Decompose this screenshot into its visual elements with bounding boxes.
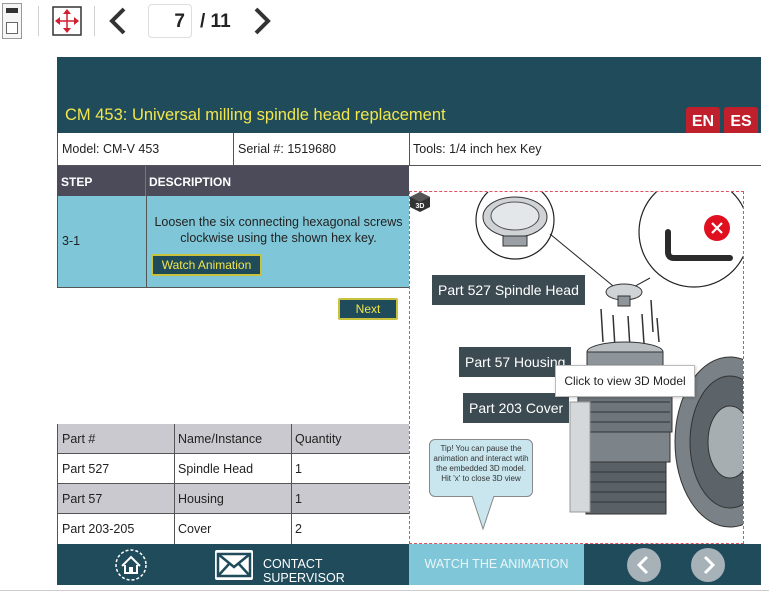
tip-bubble: Tip! You can pause the animation and int… <box>429 439 533 497</box>
step-number: 3-1 <box>62 234 81 248</box>
info-divider <box>233 133 234 166</box>
document-header: CM 453: Universal milling spindle head r… <box>57 57 761 133</box>
document-footer: CONTACT SUPERVISOR WATCH THE ANIMATION <box>57 544 761 585</box>
chevron-right-icon <box>703 555 716 575</box>
viewer-toolbar: 7 / 11 <box>0 0 769 44</box>
part-number-cell: Part 203-205 <box>62 522 135 536</box>
watch-animation-button[interactable]: Watch Animation <box>151 254 262 276</box>
document-page: CM 453: Universal milling spindle head r… <box>57 57 761 585</box>
previous-step-button[interactable] <box>627 548 661 582</box>
view-3d-tooltip: Click to view 3D Model <box>555 365 695 397</box>
home-icon[interactable] <box>113 547 149 583</box>
table-row: Part 203-205 Cover 2 <box>57 514 409 544</box>
part-name-cell: Housing <box>178 492 224 506</box>
part-number-cell: Part 57 <box>62 492 103 506</box>
toolbar-divider <box>38 6 39 36</box>
toolbar-divider <box>94 6 95 36</box>
close-3d-view-icon[interactable] <box>704 215 730 241</box>
info-divider <box>409 133 410 166</box>
next-step-arrow-button[interactable] <box>691 548 725 582</box>
page-total: / 11 <box>200 11 231 32</box>
part-quantity-cell: 1 <box>295 462 302 476</box>
previous-page-button[interactable] <box>104 4 132 38</box>
header-divider <box>145 166 146 196</box>
part-number-header: Part # <box>62 432 96 446</box>
3d-cube-icon[interactable]: 3D <box>409 191 431 213</box>
step-divider <box>146 196 147 288</box>
part-quantity-cell: 1 <box>295 492 302 506</box>
next-page-button[interactable] <box>248 4 276 38</box>
machine-info-row: Model: CM-V 453 Serial #: 1519680 Tools:… <box>57 133 761 166</box>
thumbnail-bar-icon <box>6 8 18 13</box>
contact-supervisor-label: CONTACT SUPERVISOR <box>263 557 345 585</box>
next-step-button[interactable]: Next <box>338 298 398 320</box>
page-number-input[interactable]: 7 <box>148 4 192 38</box>
page-icon <box>6 22 18 34</box>
part-quantity-cell: 2 <box>295 522 302 536</box>
table-row: Part 527 Spindle Head 1 <box>57 454 410 484</box>
description-column-header: DESCRIPTION <box>149 175 232 189</box>
step-row: 3-1 Loosen the six connecting hexagonal … <box>57 196 409 288</box>
part-name-cell: Cover <box>178 522 212 536</box>
mail-icon <box>215 550 253 580</box>
watch-the-animation-button[interactable]: WATCH THE ANIMATION <box>409 544 584 585</box>
parts-table: Part # Name/Instance Quantity Part 527 S… <box>57 424 410 544</box>
callout-cover: Part 203 Cover <box>463 393 570 423</box>
parts-table-header: Part # Name/Instance Quantity <box>57 424 410 454</box>
chevron-left-icon <box>636 555 649 575</box>
contact-supervisor-button[interactable]: CONTACT SUPERVISOR <box>207 544 407 585</box>
part-name-cell: Spindle Head <box>178 462 254 476</box>
model-label: Model: CM-V 453 <box>62 142 160 156</box>
fit-to-window-icon[interactable] <box>50 4 84 38</box>
name-instance-header: Name/Instance <box>178 432 263 446</box>
tools-label: Tools: 1/4 inch hex Key <box>413 142 542 156</box>
3d-badge-label: 3D <box>416 203 425 210</box>
tip-bubble-tail <box>471 496 495 530</box>
callout-housing: Part 57 Housing <box>459 347 572 377</box>
callout-spindle-head: Part 527 Spindle Head <box>432 275 585 305</box>
part-number-cell: Part 527 <box>62 462 110 476</box>
thumbnails-toggle-button[interactable] <box>2 3 22 39</box>
quantity-header: Quantity <box>295 432 342 446</box>
step-column-header: STEP <box>61 175 93 189</box>
serial-label: Serial #: 1519680 <box>238 142 336 156</box>
language-es-button[interactable]: ES <box>724 107 758 144</box>
table-row: Part 57 Housing 1 <box>57 484 410 514</box>
document-title: CM 453: Universal milling spindle head r… <box>65 106 446 124</box>
step-description: Loosen the six connecting hexagonal scre… <box>154 215 403 245</box>
page-bottom-divider <box>0 590 769 591</box>
steps-table-header: STEP DESCRIPTION <box>57 166 409 196</box>
